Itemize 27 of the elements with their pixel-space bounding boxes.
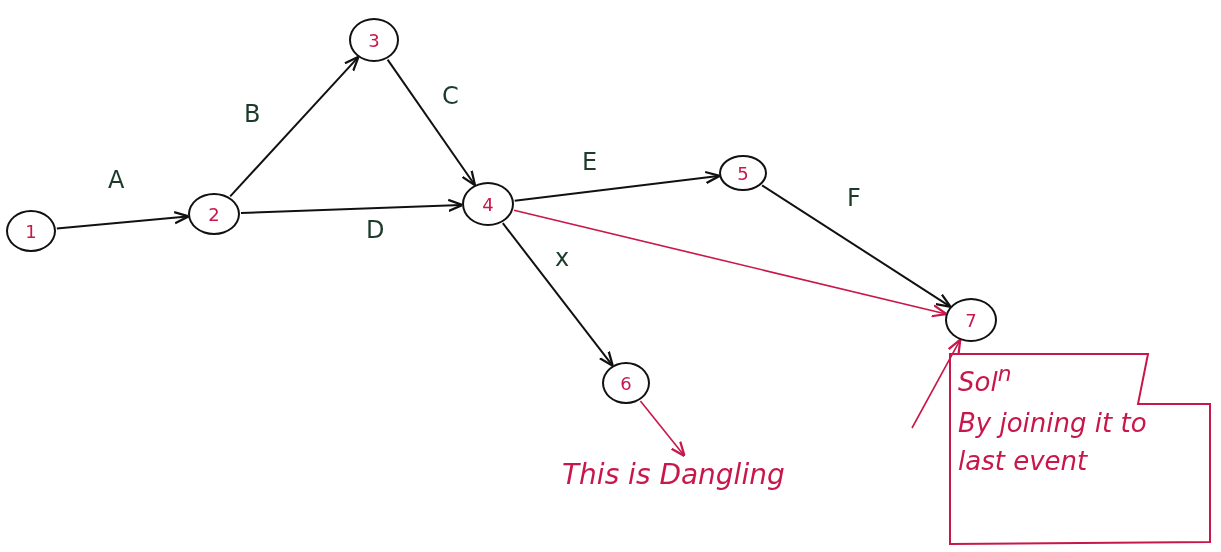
event-circle [945, 298, 997, 342]
event-number: 6 [620, 372, 632, 394]
arrow [639, 400, 686, 458]
arrow [911, 338, 962, 429]
note-heading: Sol$^{n}$ [958, 360, 1013, 399]
arrow [386, 58, 477, 187]
event-number: 1 [25, 220, 37, 242]
arrow [55, 210, 190, 230]
event-number: 3 [368, 29, 380, 51]
event-circle [188, 193, 240, 235]
arrow [761, 184, 952, 308]
event-circle [6, 210, 56, 252]
note-text: By joining it to last event [958, 407, 1148, 479]
event-circle [602, 362, 650, 404]
event-circle [462, 182, 514, 226]
arrow [513, 209, 948, 318]
note-text: This is Dangling [562, 458, 786, 491]
arrow [229, 55, 360, 198]
event-number: 4 [482, 193, 494, 215]
event-circle [349, 18, 399, 62]
event-number: 7 [965, 309, 977, 331]
event-number: 2 [208, 203, 220, 225]
event-number: 5 [737, 162, 749, 184]
arrow [239, 198, 464, 214]
arrow [501, 222, 614, 367]
arrow [513, 170, 721, 202]
event-circle [719, 155, 767, 191]
